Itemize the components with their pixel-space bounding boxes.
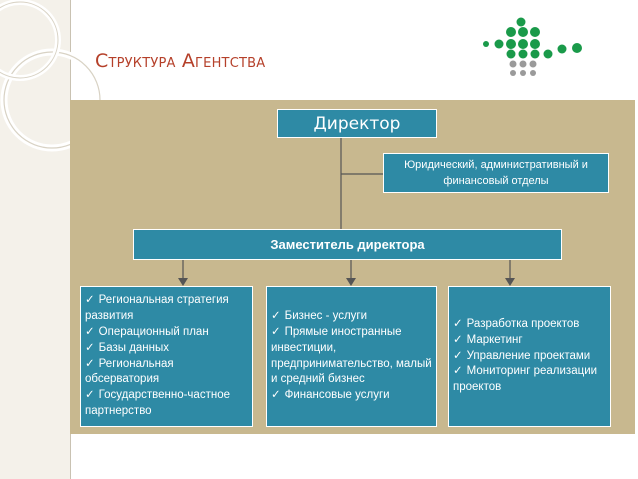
list-item: ✓Прямые иностранные инвестиции, предприн… xyxy=(271,325,432,386)
check-icon: ✓ xyxy=(453,318,463,330)
column-business-services: ✓Бизнес - услуги ✓Прямые иностранные инв… xyxy=(266,286,437,427)
list-item: ✓Разработка проектов xyxy=(453,318,580,330)
list-item: ✓Региональная стратегия развития xyxy=(85,294,229,323)
list-item: ✓Финансовые услуги xyxy=(271,389,390,402)
check-icon: ✓ xyxy=(85,389,95,402)
column-project-development: ✓Разработка проектов ✓Маркетинг ✓Управле… xyxy=(448,286,611,427)
check-icon: ✓ xyxy=(453,349,463,362)
check-icon: ✓ xyxy=(85,294,95,307)
check-icon: ✓ xyxy=(85,325,95,338)
legal-departments-box: Юридический, административный и финансов… xyxy=(383,153,609,193)
check-icon: ✓ xyxy=(85,341,95,354)
check-icon: ✓ xyxy=(85,357,95,370)
list-item: ✓Маркетинг xyxy=(453,333,523,346)
list-item: ✓Мониторинг реализации проектов xyxy=(453,365,598,394)
check-icon: ✓ xyxy=(453,365,463,378)
director-box: Директор xyxy=(277,109,437,138)
check-icon: ✓ xyxy=(271,310,281,323)
slide-title: Структура Агентства xyxy=(95,50,266,72)
list-item: ✓Государственно-частное партнерство xyxy=(85,389,230,417)
list-item: ✓Региональная обсерватория xyxy=(85,357,174,386)
list-item: ✓Операционный план xyxy=(85,325,209,338)
list-item: ✓Управление проектами xyxy=(453,349,591,362)
list-item: ✓Бизнес - услуги xyxy=(271,310,368,323)
check-icon: ✓ xyxy=(271,325,281,338)
check-icon: ✓ xyxy=(271,389,281,402)
logo-dots-icon xyxy=(483,17,582,76)
column-regional-strategy: ✓Региональная стратегия развития ✓Операц… xyxy=(80,286,253,427)
check-icon: ✓ xyxy=(453,333,463,346)
deputy-director-box: Заместитель директора xyxy=(133,229,562,260)
list-item: ✓Базы данных xyxy=(85,341,170,354)
